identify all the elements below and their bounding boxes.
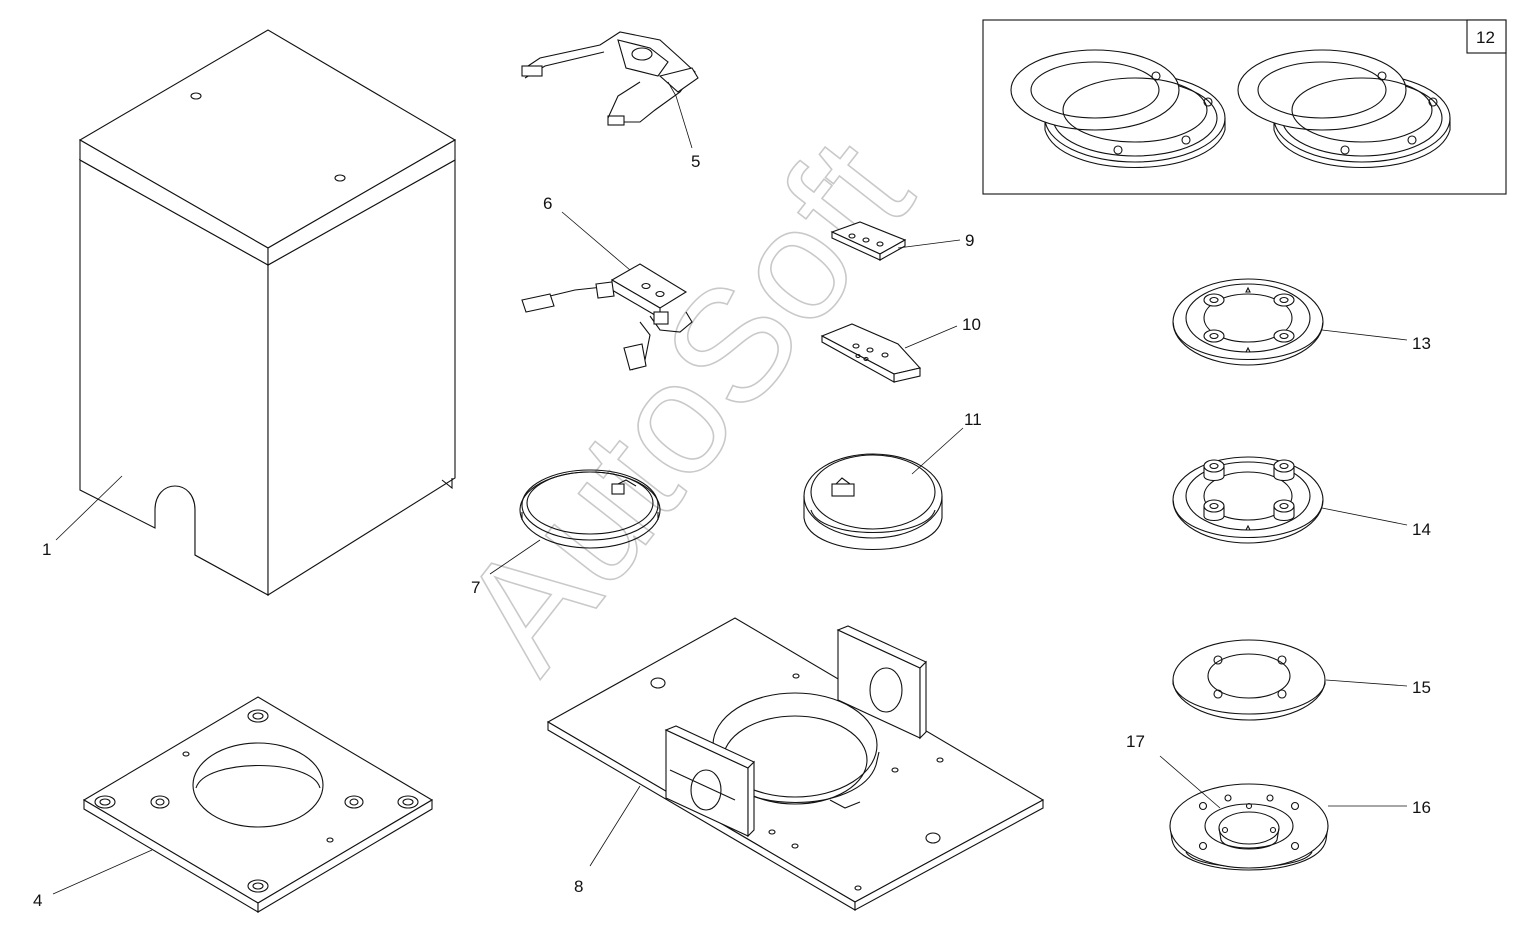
part-9-contact-plate: [830, 221, 907, 261]
callout-1: 1: [42, 540, 51, 559]
callout-7: 7: [471, 578, 480, 597]
callout-12: 12: [1476, 28, 1495, 47]
part-16-base-flange: [1169, 783, 1329, 871]
part-15-gasket-disc: [1172, 639, 1326, 721]
callout-15: 15: [1412, 678, 1431, 697]
part-13-contact-holder: [1172, 278, 1324, 366]
part-5-switch-assembly: [521, 31, 699, 126]
part-10-contact-plate: [820, 323, 922, 383]
callout-labels: 1 4 5 6 7 8 9 10 11 12 13 14 15 16 17: [33, 28, 1495, 910]
part-4-base-plate: [82, 696, 434, 913]
part-11-ring: [803, 453, 943, 550]
part-1-cover-box: [78, 29, 457, 596]
callout-4: 4: [33, 891, 42, 910]
callout-17: 17: [1126, 732, 1145, 751]
part-12-ring-set-right: [1237, 49, 1451, 169]
callout-9: 9: [965, 231, 974, 250]
part-8-mounting-plate: [546, 617, 1045, 911]
callout-10: 10: [962, 315, 981, 334]
callout-8: 8: [574, 877, 583, 896]
part-7-ring: [519, 469, 661, 549]
part-14-contact-holder: [1172, 456, 1324, 544]
callout-16: 16: [1412, 798, 1431, 817]
callout-5: 5: [691, 152, 700, 171]
callout-6: 6: [543, 194, 552, 213]
callout-11: 11: [964, 410, 982, 429]
part-12-ring-set-left: [1010, 49, 1226, 169]
callout-14: 14: [1412, 520, 1431, 539]
part-6-switch-assembly: [521, 263, 693, 371]
watermark: AutoSoft: [426, 107, 945, 701]
part-12-ring-kit-box: [982, 19, 1507, 195]
leader-lines: [52, 81, 1408, 895]
callout-13: 13: [1412, 334, 1431, 353]
